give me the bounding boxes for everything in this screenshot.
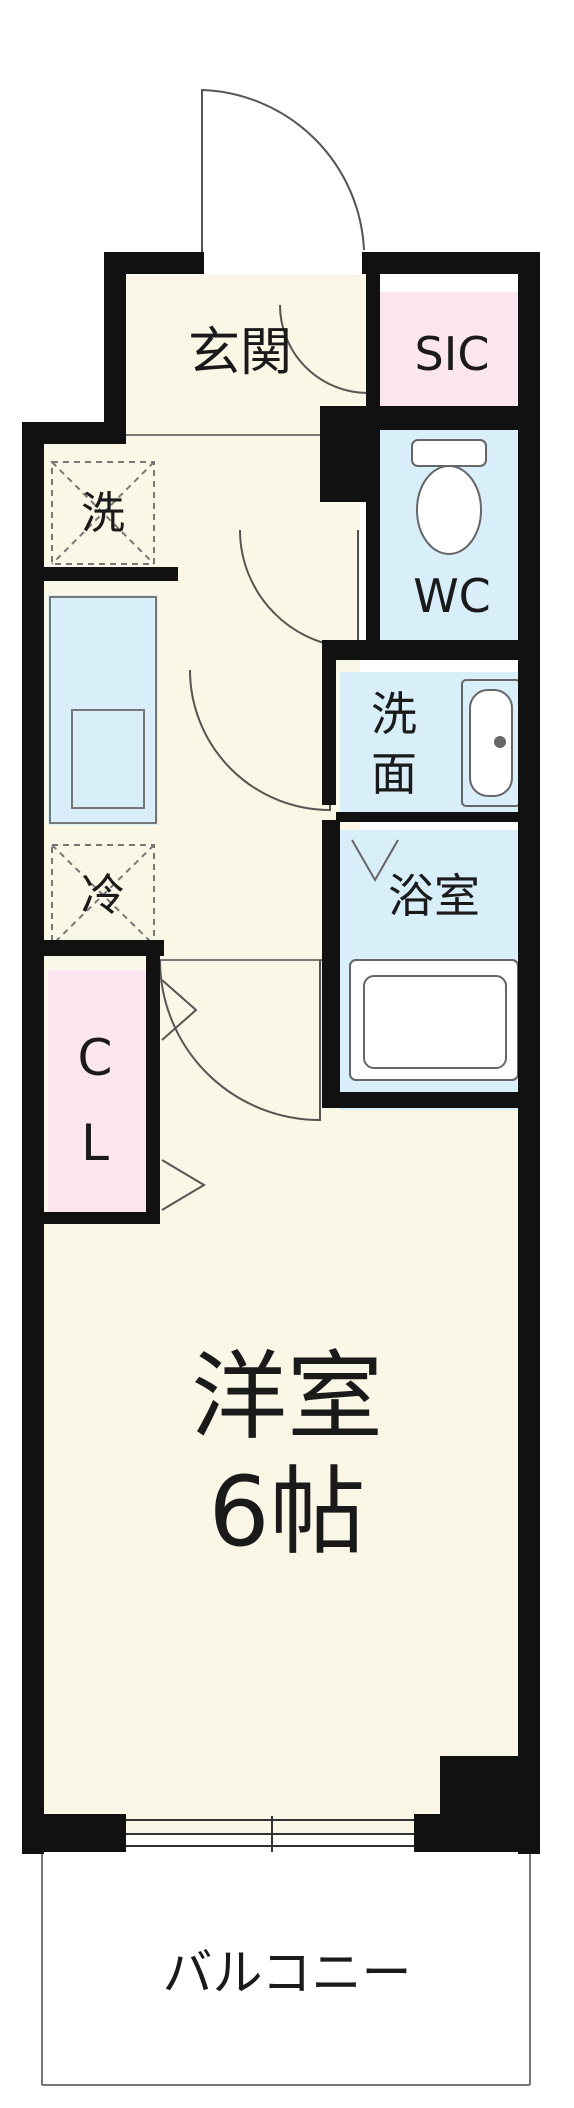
- floor-closet: [48, 970, 146, 1220]
- wall-kitchen-top: [44, 567, 178, 581]
- label-wc: WC: [413, 569, 491, 623]
- label-closet-l: L: [81, 1114, 109, 1172]
- wall-closet-right: [146, 955, 160, 1220]
- label-fridge: 冷: [81, 870, 125, 921]
- thin-lines: [41, 434, 531, 2086]
- wall-top-left: [104, 252, 204, 274]
- front-door-swing: [201, 88, 365, 258]
- closet-door-bottom: [161, 1159, 206, 1211]
- wall-washstand-left: [322, 660, 336, 805]
- label-bath: 浴室: [388, 869, 480, 923]
- sic-door-swing: [279, 304, 369, 395]
- bathtub-inner: [363, 975, 507, 1069]
- kitchen-sink: [71, 709, 145, 809]
- fixtures: [349, 439, 521, 1081]
- bathtub-fixture: [349, 959, 519, 1081]
- toilet-tank: [411, 439, 487, 467]
- label-closet-c: C: [78, 1029, 113, 1087]
- wall-entrance-left: [104, 252, 126, 437]
- wall-upper-left-step: [22, 422, 126, 444]
- wall-wc-bottom: [322, 640, 530, 660]
- toilet-fixture: [411, 439, 487, 555]
- floor-balcony: [40, 1855, 530, 2085]
- wall-wc-left: [366, 430, 380, 652]
- washroom-door-swing: [189, 669, 331, 812]
- wall-top-right: [362, 252, 540, 274]
- closet-door-top: [161, 979, 198, 1041]
- wall-right: [518, 252, 540, 1854]
- washer-pan-diag2: [51, 461, 155, 565]
- room-door-swing: [159, 959, 321, 1122]
- washbasin-bowl: [469, 689, 513, 797]
- washbasin-faucet: [494, 736, 506, 748]
- label-balcony: バルコニー: [163, 1944, 412, 2002]
- toilet-bowl: [416, 465, 482, 555]
- label-washstand-2: 面: [371, 747, 417, 801]
- washer-pan-diag1: [51, 461, 155, 565]
- fridge-diag2: [51, 844, 155, 946]
- label-western-room: 洋室: [191, 1341, 383, 1453]
- label-washstand-1: 洗: [371, 687, 417, 741]
- wall-bottom-right: [414, 1814, 540, 1852]
- wall-closet-top: [44, 940, 164, 956]
- washer-pan: [51, 461, 155, 565]
- label-washer: 洗: [81, 488, 125, 539]
- labels: 玄関 SIC WC 洗 面 浴室 洗 冷 C L 洋室 6帖 バルコニー: [78, 323, 491, 2002]
- window: [126, 1816, 414, 1852]
- wall-left: [22, 422, 44, 1854]
- wall-sic-left: [366, 274, 380, 410]
- label-western-room-size: 6帖: [208, 1456, 365, 1568]
- wall-bottom-left: [22, 1814, 126, 1852]
- wall-bath-bottom: [322, 1092, 530, 1108]
- label-entrance: 玄関: [188, 323, 292, 383]
- wall-bath-top: [336, 812, 530, 822]
- label-sic: SIC: [415, 327, 490, 381]
- wall-bath-left: [322, 820, 340, 1108]
- floor-sic: [380, 292, 528, 410]
- wall-closet-bottom: [44, 1212, 160, 1224]
- bath-door-mark: [351, 839, 399, 883]
- kitchen-counter: [49, 596, 157, 824]
- walls: [22, 252, 540, 1854]
